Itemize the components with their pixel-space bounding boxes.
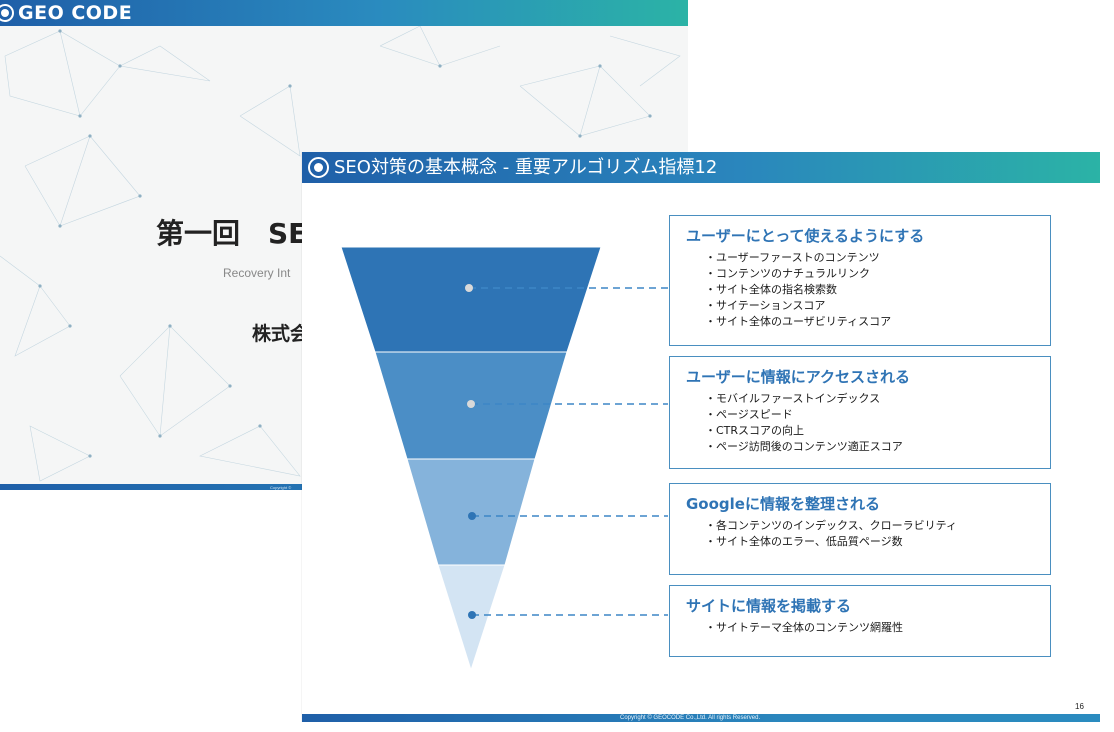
box-list: ・各コンテンツのインデックス、クローラビリティ ・サイト全体のエラー、低品質ペー… <box>705 518 957 550</box>
list-item: ・サイト全体のユーザビリティスコア <box>705 315 892 328</box>
box-heading: サイトに情報を掲載する <box>686 597 852 615</box>
network-background <box>0 26 681 482</box>
list-item: ・サイト全体のエラー、低品質ページ数 <box>705 535 903 548</box>
list-item: ・サイトテーマ全体のコンテンツ網羅性 <box>705 621 903 634</box>
list-item: ・コンテンツのナチュラルリンク <box>705 267 870 280</box>
back-logo: GEO CODE <box>0 2 132 24</box>
list-item: ・サイト全体の指名検索数 <box>705 283 837 296</box>
back-slide-copyright: Copyright © <box>270 485 292 490</box>
back-slide-header: GEO CODE <box>0 0 688 26</box>
list-item: ・モバイルファーストインデックス <box>705 392 881 405</box>
front-slide-title: SEO対策の基本概念 - 重要アルゴリズム指標12 <box>334 157 718 178</box>
box-list: ・ユーザーファーストのコンテンツ ・コンテンツのナチュラルリンク ・サイト全体の… <box>705 250 891 330</box>
box-heading: ユーザーにとって使えるようにする <box>686 227 925 245</box>
connector-3 <box>468 512 668 520</box>
box-list: ・サイトテーマ全体のコンテンツ網羅性 <box>705 620 903 636</box>
connector-dot-2 <box>467 400 475 408</box>
front-slide: SEO対策の基本概念 - 重要アルゴリズム指標12 ユーザーにとって使えるように… <box>302 152 1100 722</box>
connector-dot-3 <box>468 512 476 520</box>
info-box-usability: ユーザーにとって使えるようにする ・ユーザーファーストのコンテンツ ・コンテンツ… <box>669 215 1051 346</box>
funnel-diagram <box>340 246 668 672</box>
funnel-segment-3 <box>406 458 536 566</box>
box-heading: ユーザーに情報にアクセスされる <box>686 368 910 386</box>
info-box-organize: Googleに情報を整理される ・各コンテンツのインデックス、クローラビリティ … <box>669 483 1051 575</box>
logo-mark-icon <box>308 157 329 178</box>
back-slide-subtitle: Recovery Int <box>223 266 291 280</box>
info-box-publish: サイトに情報を掲載する ・サイトテーマ全体のコンテンツ網羅性 <box>669 585 1051 657</box>
list-item: ・サイテーションスコア <box>705 299 826 312</box>
connector-4 <box>468 611 668 619</box>
list-item: ・各コンテンツのインデックス、クローラビリティ <box>705 519 958 532</box>
list-item: ・ユーザーファーストのコンテンツ <box>705 251 880 264</box>
box-heading: Googleに情報を整理される <box>686 495 880 513</box>
connector-1 <box>465 284 668 292</box>
list-item: ・CTRスコアの向上 <box>705 424 805 437</box>
front-slide-footer <box>302 714 1100 722</box>
box-list: ・モバイルファーストインデックス ・ページスピード ・CTRスコアの向上 ・ペー… <box>705 391 903 455</box>
info-box-access: ユーザーに情報にアクセスされる ・モバイルファーストインデックス ・ページスピー… <box>669 356 1051 469</box>
connector-2 <box>467 400 668 408</box>
page-number: 16 <box>1075 702 1084 711</box>
back-slide-company: 株式会 <box>252 323 310 345</box>
front-slide-header: SEO対策の基本概念 - 重要アルゴリズム指標12 <box>302 152 1100 183</box>
list-item: ・ページ訪問後のコンテンツ適正スコア <box>705 440 903 453</box>
front-slide-copyright: Copyright © GEOCODE Co.,Ltd. All rights … <box>620 715 761 721</box>
list-item: ・ページスピード <box>705 408 793 421</box>
funnel-segment-1 <box>340 246 602 353</box>
logo-mark-icon <box>0 4 14 22</box>
back-slide-title: 第一回 SE <box>156 217 308 250</box>
connector-dot-1 <box>465 284 473 292</box>
connector-dot-4 <box>468 611 476 619</box>
logo-text: GEO CODE <box>18 2 133 24</box>
